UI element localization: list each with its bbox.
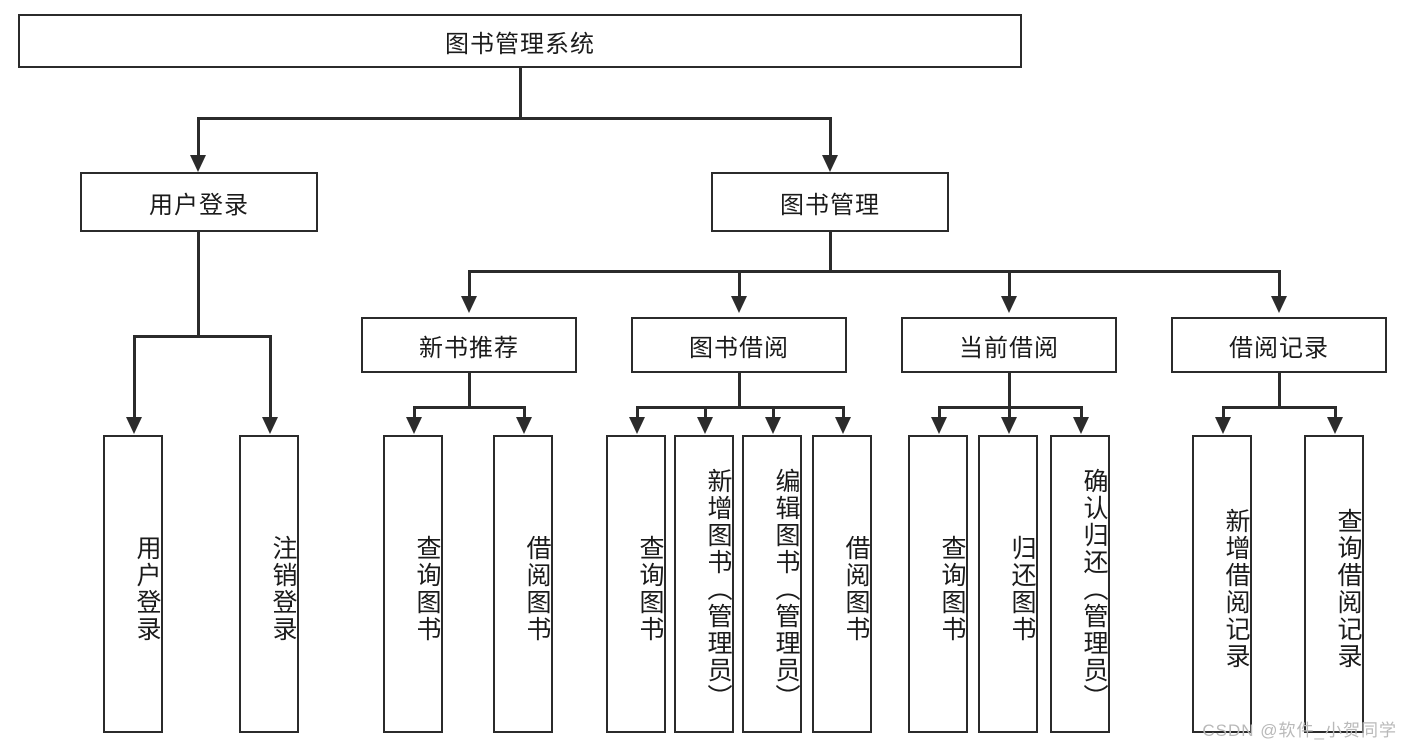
- leaf-user-login[interactable]: 用户登录: [103, 435, 163, 733]
- edge-drop-cb-leaf-2: [1080, 406, 1083, 419]
- leaf-query-book-borrow[interactable]: 查询图书: [606, 435, 666, 733]
- node-label: 编辑图书（管理员）: [772, 467, 800, 711]
- edge-current-borrow-stem: [1008, 373, 1011, 406]
- edge-drop-current-borrow: [1008, 270, 1011, 298]
- arrowhead-leaf-user-login: [126, 417, 142, 434]
- node-label: 查询图书: [636, 535, 664, 643]
- arrowhead-nb-leaf-0: [406, 417, 422, 434]
- node-label: 新书推荐: [419, 334, 519, 362]
- arrowhead-leaf-logout: [262, 417, 278, 434]
- arrowhead-cb-leaf-0: [931, 417, 947, 434]
- edge-drop-bb-leaf-2: [772, 406, 775, 419]
- edge-drop-nb-leaf-1: [523, 406, 526, 419]
- edge-drop-leaf-logout: [269, 335, 272, 419]
- leaf-confirm-return-admin[interactable]: 确认归还（管理员）: [1050, 435, 1110, 733]
- edge-drop-leaf-user-login: [133, 335, 136, 419]
- leaf-query-book-current[interactable]: 查询图书: [908, 435, 968, 733]
- node-label: 新增借阅记录: [1222, 508, 1250, 670]
- node-user-login[interactable]: 用户登录: [80, 172, 318, 232]
- arrowhead-br-leaf-1: [1327, 417, 1343, 434]
- node-label: 新增图书（管理员）: [704, 467, 732, 711]
- node-label: 借阅图书: [842, 535, 870, 643]
- edge-drop-cb-leaf-1: [1008, 406, 1011, 419]
- node-root-system[interactable]: 图书管理系统: [18, 14, 1022, 68]
- edge-drop-nb-leaf-0: [413, 406, 416, 419]
- arrowhead-book-borrow: [731, 296, 747, 313]
- node-borrow-record[interactable]: 借阅记录: [1171, 317, 1387, 373]
- edge-drop-bb-leaf-3: [842, 406, 845, 419]
- node-label: 归还图书: [1008, 535, 1036, 643]
- node-label: 图书借阅: [689, 334, 789, 362]
- node-current-borrow[interactable]: 当前借阅: [901, 317, 1117, 373]
- edge-root-stem: [519, 68, 522, 117]
- edge-level2-bus: [468, 270, 1280, 273]
- arrowhead-new-book: [461, 296, 477, 313]
- leaf-logout[interactable]: 注销登录: [239, 435, 299, 733]
- node-label: 用户登录: [133, 535, 161, 643]
- arrowhead-bb-leaf-2: [765, 417, 781, 434]
- edge-new-book-stem: [468, 373, 471, 406]
- node-label: 注销登录: [269, 535, 297, 643]
- edge-book-borrow-bus: [636, 406, 844, 409]
- arrowhead-current-borrow: [1001, 296, 1017, 313]
- arrowhead-br-leaf-0: [1215, 417, 1231, 434]
- edge-drop-bb-leaf-1: [704, 406, 707, 419]
- leaf-edit-book-admin[interactable]: 编辑图书（管理员）: [742, 435, 802, 733]
- edge-drop-br-leaf-1: [1334, 406, 1337, 419]
- arrowhead-bb-leaf-0: [629, 417, 645, 434]
- edge-drop-new-book: [468, 270, 471, 298]
- node-label: 图书管理: [780, 191, 880, 219]
- leaf-query-book-recommend[interactable]: 查询图书: [383, 435, 443, 733]
- edge-drop-borrow-record: [1278, 270, 1281, 298]
- node-label: 用户登录: [149, 191, 249, 219]
- arrowhead-bb-leaf-3: [835, 417, 851, 434]
- leaf-return-book[interactable]: 归还图书: [978, 435, 1038, 733]
- arrowhead-cb-leaf-2: [1073, 417, 1089, 434]
- leaf-borrow-book-recommend[interactable]: 借阅图书: [493, 435, 553, 733]
- arrowhead-cb-leaf-1: [1001, 417, 1017, 434]
- edge-book-borrow-stem: [738, 373, 741, 406]
- edge-user-login-stem: [197, 232, 200, 335]
- leaf-add-book-admin[interactable]: 新增图书（管理员）: [674, 435, 734, 733]
- node-label: 借阅记录: [1229, 334, 1329, 362]
- arrowhead-book-manage: [822, 155, 838, 172]
- edge-book-manage-stem: [829, 232, 832, 270]
- watermark-text: CSDN @软件_小贺同学: [1202, 721, 1397, 740]
- node-book-management[interactable]: 图书管理: [711, 172, 949, 232]
- edge-drop-cb-leaf-0: [938, 406, 941, 419]
- node-book-borrow[interactable]: 图书借阅: [631, 317, 847, 373]
- edge-user-login-bus: [133, 335, 271, 338]
- edge-drop-bb-leaf-0: [636, 406, 639, 419]
- edge-drop-br-leaf-0: [1222, 406, 1225, 419]
- arrowhead-user-login: [190, 155, 206, 172]
- leaf-borrow-book[interactable]: 借阅图书: [812, 435, 872, 733]
- edge-level1-bus: [197, 117, 831, 120]
- node-label: 当前借阅: [959, 334, 1059, 362]
- node-label: 查询图书: [413, 535, 441, 643]
- leaf-query-borrow-record[interactable]: 查询借阅记录: [1304, 435, 1364, 733]
- edge-new-book-bus: [413, 406, 525, 409]
- node-label: 图书管理系统: [445, 30, 595, 58]
- node-label: 查询图书: [938, 535, 966, 643]
- edge-borrow-record-stem: [1278, 373, 1281, 406]
- edge-drop-book-manage: [829, 117, 832, 157]
- node-new-book-recommend[interactable]: 新书推荐: [361, 317, 577, 373]
- arrowhead-nb-leaf-1: [516, 417, 532, 434]
- edge-drop-user-login: [197, 117, 200, 157]
- edge-drop-book-borrow: [738, 270, 741, 298]
- arrowhead-bb-leaf-1: [697, 417, 713, 434]
- leaf-add-borrow-record[interactable]: 新增借阅记录: [1192, 435, 1252, 733]
- arrowhead-borrow-record: [1271, 296, 1287, 313]
- node-label: 确认归还（管理员）: [1080, 467, 1108, 711]
- node-label: 借阅图书: [523, 535, 551, 643]
- edge-borrow-record-bus: [1222, 406, 1336, 409]
- node-label: 查询借阅记录: [1334, 508, 1362, 670]
